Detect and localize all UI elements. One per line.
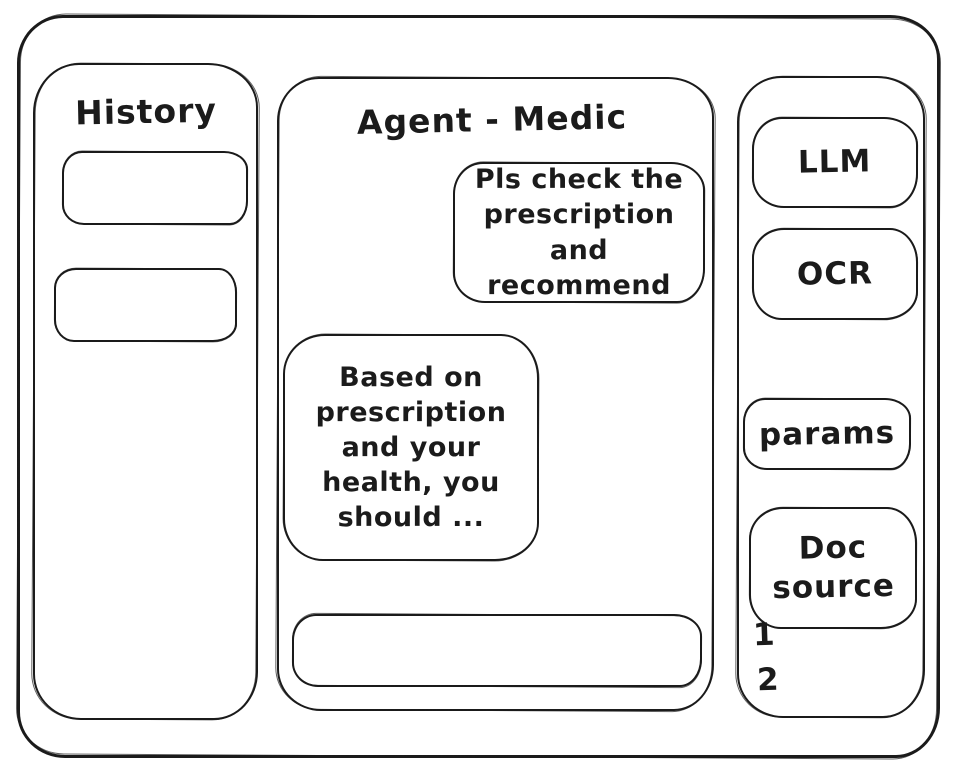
history-item[interactable] — [62, 151, 248, 225]
chat-title: Agent - Medic — [356, 97, 628, 142]
history-item[interactable] — [54, 268, 237, 342]
doc-source-button[interactable]: Doc source — [749, 507, 917, 629]
doc-source-item-2[interactable]: 2 — [756, 661, 780, 699]
chat-input-bar — [292, 614, 702, 687]
doc-source-item-1[interactable]: 1 — [752, 616, 776, 654]
chat-message-assistant-text: Based on prescription and your health, y… — [315, 361, 507, 534]
chat-message-user-text: Pls check the prescription and recommend — [474, 164, 684, 301]
params-button[interactable]: params — [743, 398, 911, 470]
chat-input[interactable] — [304, 620, 690, 681]
history-title: History — [74, 90, 218, 133]
doc-source-button-label: Doc source — [771, 529, 895, 607]
llm-button[interactable]: LLM — [752, 117, 918, 208]
llm-button-label: LLM — [797, 143, 872, 181]
chat-message-user: Pls check the prescription and recommend — [453, 162, 705, 303]
ocr-button[interactable]: OCR — [752, 228, 918, 320]
params-button-label: params — [758, 414, 896, 453]
ocr-button-label: OCR — [796, 254, 874, 293]
chat-message-assistant: Based on prescription and your health, y… — [283, 334, 539, 561]
